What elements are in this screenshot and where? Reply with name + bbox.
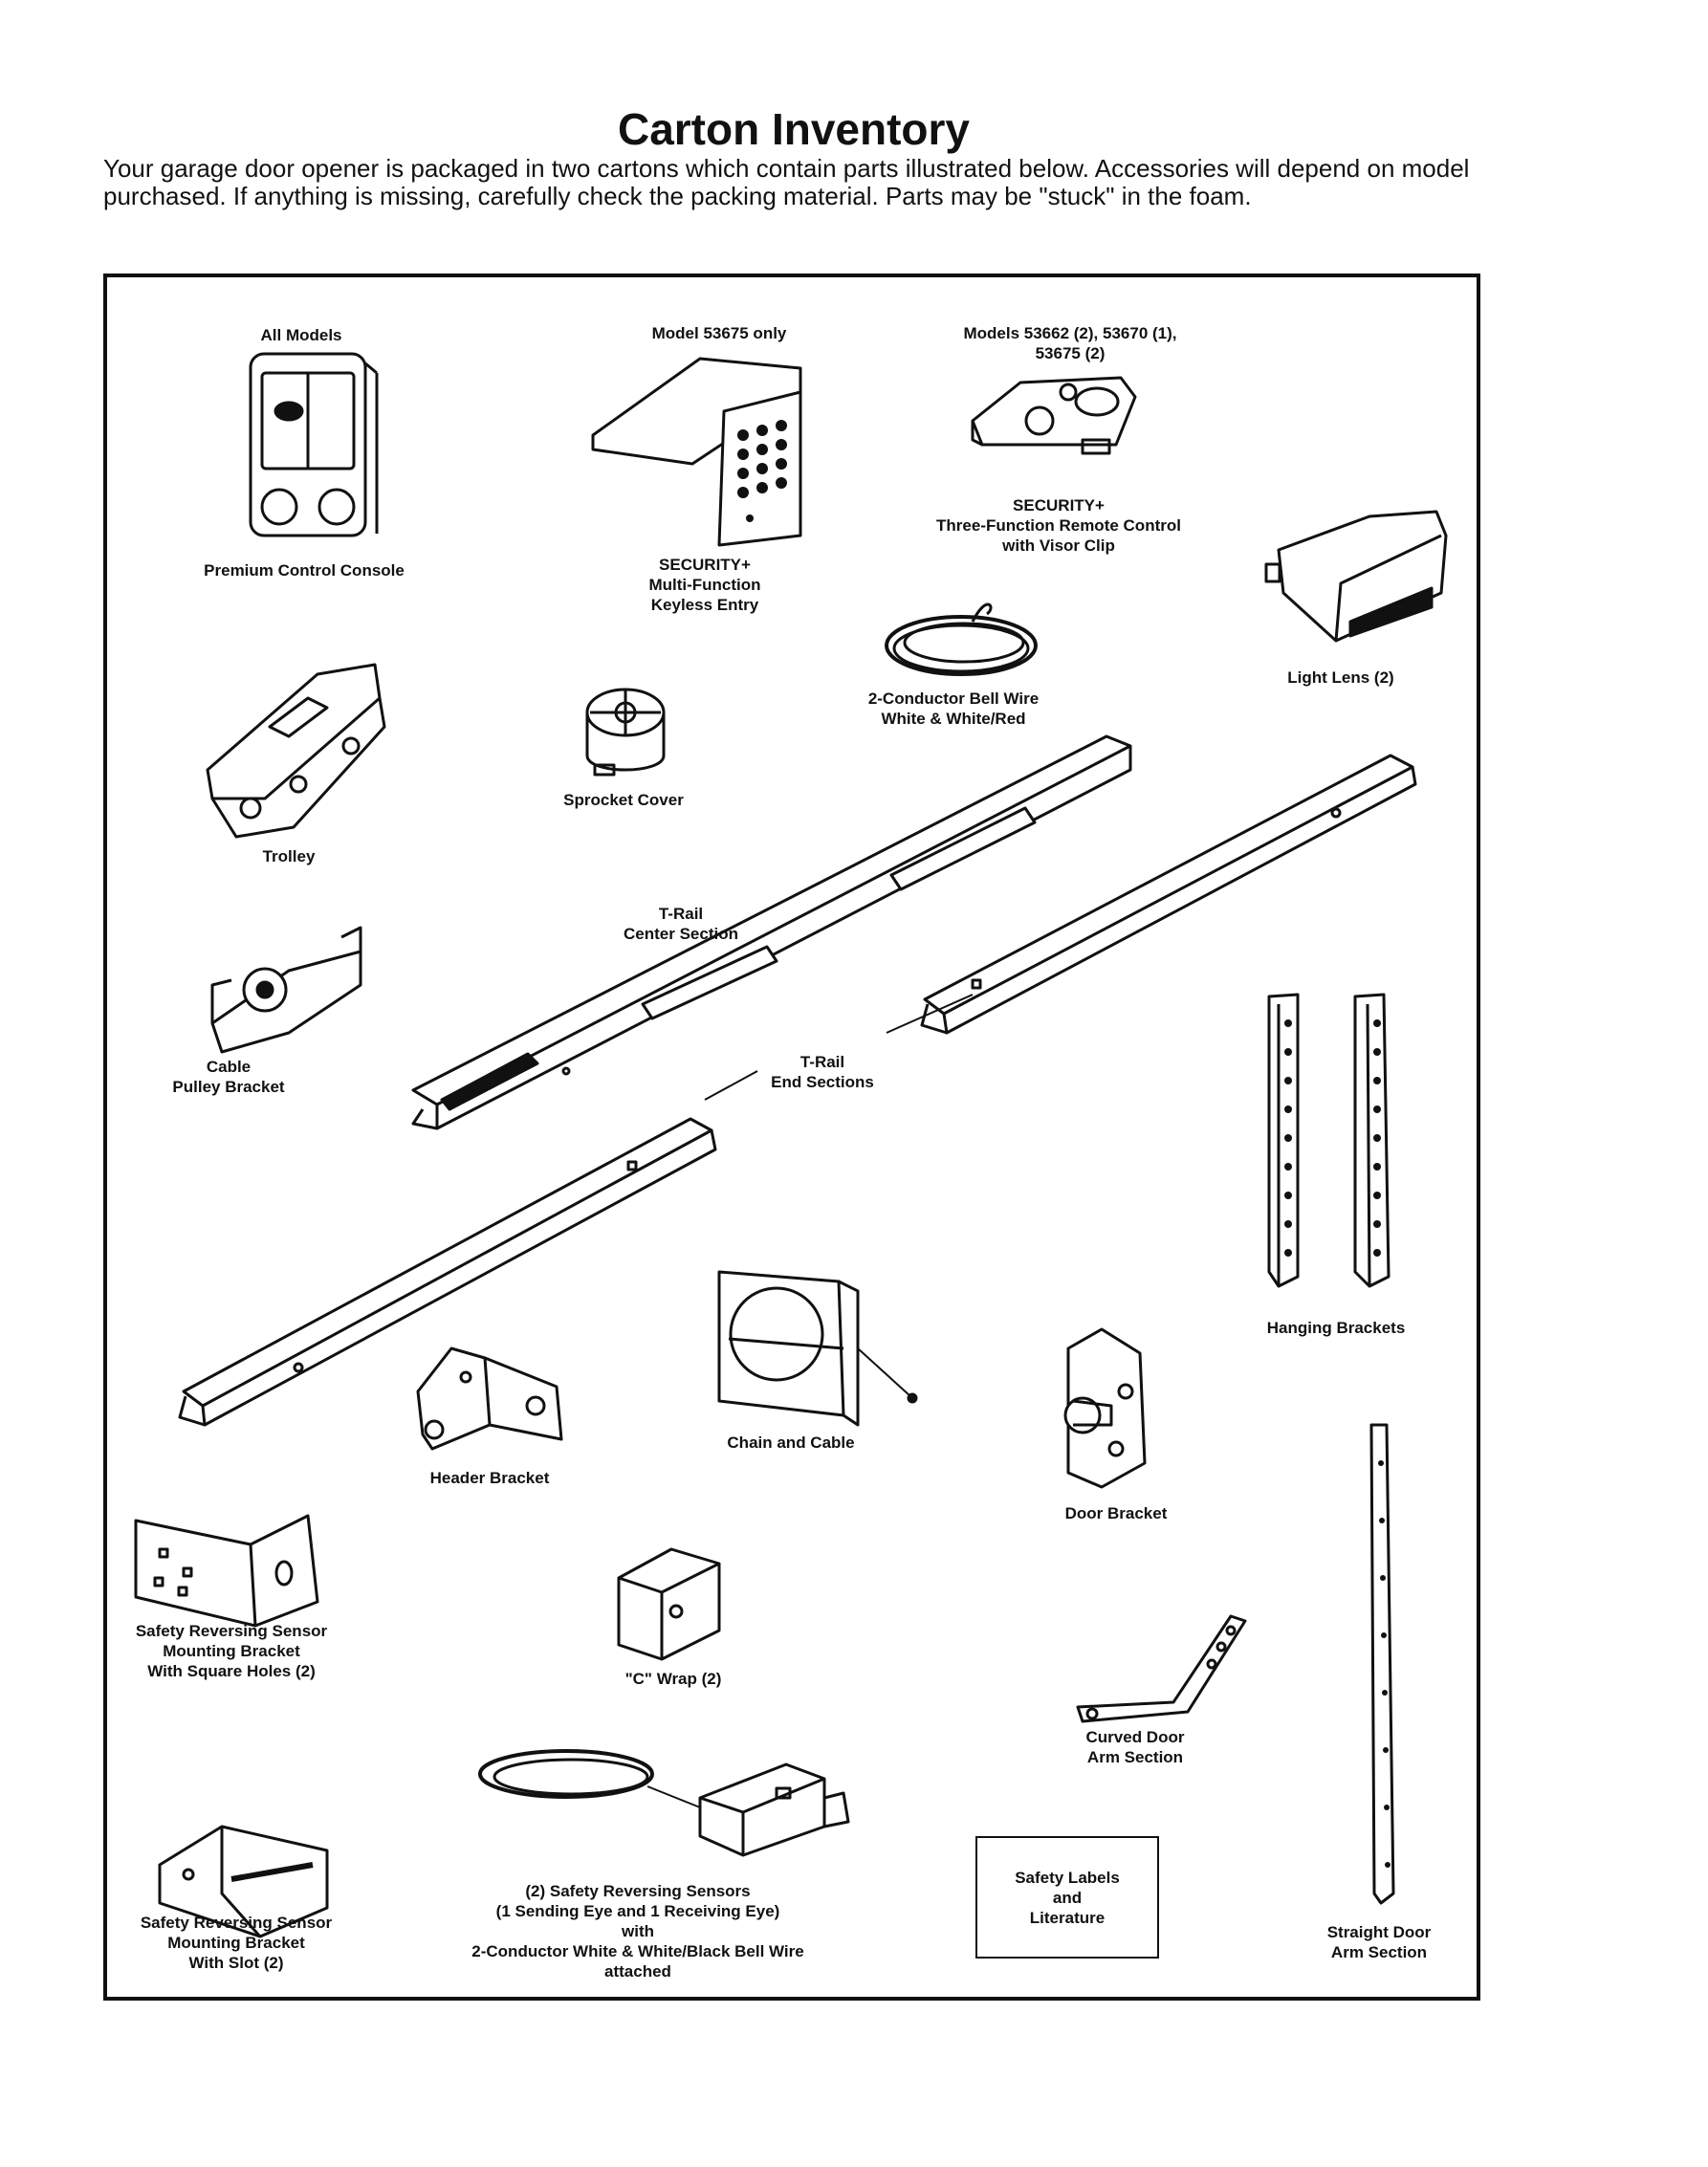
safety-labels-box: Safety Labels and Literature — [975, 1836, 1159, 1959]
t-rail-center-illustration — [411, 734, 1132, 1130]
bell-wire-illustration — [885, 602, 1038, 676]
chain-and-cable-illustration — [717, 1270, 918, 1427]
cable-pulley-bracket-illustration — [210, 926, 362, 1054]
parts-illustrations — [134, 352, 1448, 1938]
page-title: Carton Inventory — [617, 104, 971, 154]
header-bracket-illustration — [416, 1346, 563, 1451]
label-safety-sensors: (2) Safety Reversing Sensors(1 Sending E… — [471, 1882, 804, 1981]
heading-remote-models: Models 53662 (2), 53670 (1),53675 (2) — [963, 324, 1177, 362]
light-lens-illustration — [1264, 510, 1448, 643]
door-bracket-illustration — [1063, 1327, 1147, 1489]
sensor-bracket-slot-illustration — [158, 1825, 329, 1938]
straight-door-arm-illustration — [1369, 1423, 1395, 1905]
remote-control-illustration — [971, 376, 1137, 455]
curved-door-arm-illustration — [1076, 1614, 1247, 1723]
label-chain-and-cable: Chain and Cable — [727, 1434, 855, 1452]
label-c-wrap: "C" Wrap (2) — [624, 1670, 722, 1688]
label-sprocket-cover: Sprocket Cover — [563, 791, 684, 809]
inventory-panel: All Models Model 53675 only Models 53662… — [103, 274, 1480, 2001]
t-rail-end-lower-illustration — [178, 1117, 717, 1427]
keyless-entry-illustration — [591, 357, 802, 547]
label-trolley: Trolley — [262, 847, 316, 865]
control-console-illustration — [249, 352, 379, 537]
t-rail-end-right-illustration — [920, 754, 1417, 1035]
intro-paragraph: Your garage door opener is packaged in t… — [103, 154, 1470, 210]
label-control-console: Premium Control Console — [204, 561, 405, 580]
heading-all-models: All Models — [260, 326, 342, 344]
sprocket-cover-illustration — [585, 688, 666, 777]
hanging-brackets-illustration — [1267, 993, 1390, 1288]
label-hanging-brackets: Hanging Brackets — [1266, 1319, 1406, 1337]
sensor-bracket-square-illustration — [134, 1514, 319, 1628]
label-light-lens: Light Lens (2) — [1287, 668, 1394, 687]
c-wrap-illustration — [617, 1547, 721, 1661]
label-door-bracket: Door Bracket — [1064, 1504, 1168, 1522]
heading-model-53675: Model 53675 only — [651, 324, 787, 342]
safety-sensors-illustration — [478, 1749, 850, 1857]
trolley-illustration — [206, 663, 386, 839]
label-header-bracket: Header Bracket — [429, 1469, 550, 1487]
